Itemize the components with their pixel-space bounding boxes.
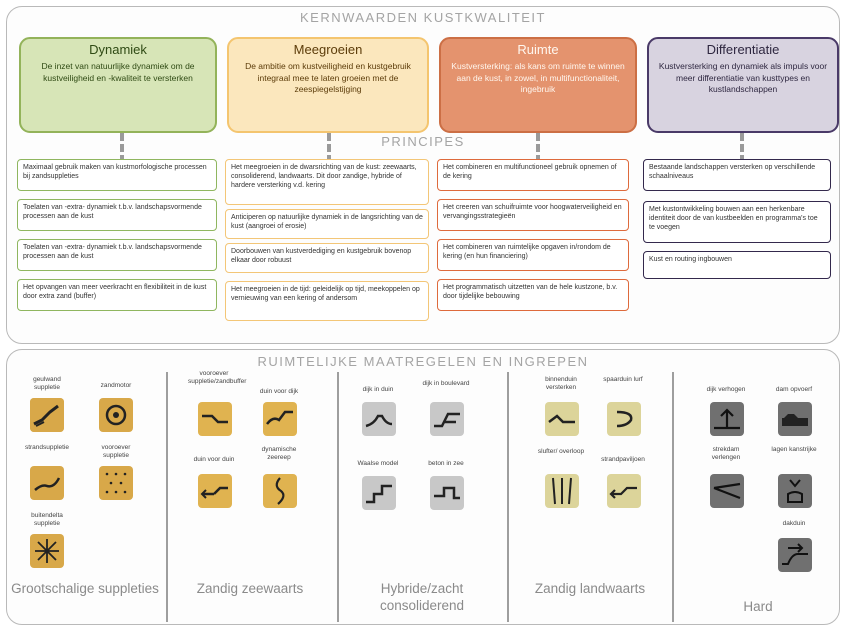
measure-label: dijk verhogen	[706, 386, 746, 393]
principle-box: Bestaande landschappen versterken op ver…	[643, 159, 831, 191]
dune-before-dune-icon	[198, 474, 232, 508]
category-label: Hard	[743, 599, 773, 614]
measure-label: dakduin	[782, 520, 806, 527]
principle-box: Het creeren van schuifruimte voor hoogwa…	[437, 199, 629, 231]
sand-buffer-icon	[198, 402, 232, 436]
value-title: Differentiatie	[706, 42, 780, 57]
measure-label: Waalse model	[357, 460, 399, 467]
dune-curve-icon	[607, 402, 641, 436]
measure-label: strandpaviljoen	[601, 456, 645, 463]
extend-groyne-icon	[710, 474, 744, 508]
principle-box: Het combineren van ruimtelijke opgaven i…	[437, 239, 629, 271]
measure-label: dynamische zeereep	[261, 446, 297, 461]
measure-label: dam opvoerf	[775, 386, 813, 393]
inner-dune-icon	[545, 402, 579, 436]
principles-title: PRINCIPES	[381, 134, 465, 149]
slufter-icon	[545, 474, 579, 508]
measure-label: vooroever suppletie/zandbuffer	[188, 370, 247, 385]
dune-before-dike-icon	[263, 402, 297, 436]
panel-title: KERNWAARDEN KUSTKWALITEIT	[299, 10, 546, 25]
category-label: Grootschalige suppleties	[11, 581, 159, 596]
roof-dune-icon	[778, 538, 812, 572]
measure-label: spaarduin lurf	[603, 376, 643, 383]
value-ruimte: Ruimte Kustversterking: als kans om ruim…	[439, 37, 637, 133]
core-values-panel: KERNWAARDEN KUSTKWALITEIT PRINCIPES Dyna…	[6, 6, 840, 344]
measure-label: lagen kanstrijke	[771, 446, 817, 453]
panel-title: RUIMTELIJKE MAATREGELEN EN INGREPEN	[257, 354, 589, 369]
dam-icon	[778, 402, 812, 436]
principle-box: Maximaal gebruik maken van kustmorfologi…	[17, 159, 217, 191]
sand-engine-icon	[99, 398, 133, 432]
principle-box: Toelaten van -extra- dynamiek t.b.v. lan…	[17, 239, 217, 271]
principle-box: Het meegroeien in de tijd: geleidelijk o…	[225, 281, 429, 321]
shoreface-nourishment-icon	[99, 466, 133, 500]
value-desc: Kustversterking en dynamiek als impuls v…	[658, 61, 828, 94]
measure-label: geulwand suppletie	[33, 376, 61, 391]
beach-nourishment-icon	[30, 466, 64, 500]
measure-label: zandmotor	[100, 382, 132, 389]
seawall-icon	[778, 474, 812, 508]
value-desc: Kustversterking: als kans om ruimte te w…	[451, 61, 625, 94]
concrete-in-sea-icon	[430, 476, 464, 510]
principle-box: Kust en routing ingbouwen	[643, 251, 831, 279]
principle-box: Het meegroeien in de dwarsrichting van d…	[225, 159, 429, 205]
delta-nourishment-icon	[30, 534, 64, 568]
measure-label: strekdam verlengen	[711, 446, 741, 461]
value-desc: De ambitie om kustveiligheid en kustgebr…	[245, 61, 411, 94]
category-label: Zandig landwaarts	[534, 581, 646, 596]
value-dynamiek: Dynamiek De inzet van natuurlijke dynami…	[19, 37, 217, 133]
measure-label: beton in zee	[428, 460, 464, 467]
value-differentiatie: Differentiatie Kustversterking en dynami…	[647, 37, 839, 133]
divider	[672, 372, 674, 622]
principle-box: Het opvangen van meer veerkracht en flex…	[17, 279, 217, 311]
dynamic-dune-icon	[263, 474, 297, 508]
value-meegroeien: Meegroeien De ambitie om kustveiligheid …	[227, 37, 429, 133]
principle-box: Met kustontwikkeling bouwen aan een herk…	[643, 201, 831, 243]
measures-panel: RUIMTELIJKE MAATREGELEN EN INGREPEN	[6, 349, 840, 625]
dike-in-dune-icon	[362, 402, 396, 436]
measure-label: binnenduin versterken	[545, 376, 577, 391]
value-title: Ruimte	[517, 42, 559, 57]
value-desc: De inzet van natuurlijke dynamiek om de …	[41, 61, 195, 83]
measure-label: slufter/ overloop	[537, 448, 585, 455]
value-title: Dynamiek	[89, 42, 147, 57]
measure-label: duin voor duin	[193, 456, 235, 463]
measure-label: duin voor dijk	[259, 388, 299, 395]
dike-in-boulevard-icon	[430, 402, 464, 436]
stepped-model-icon	[362, 476, 396, 510]
raise-dike-icon	[710, 402, 744, 436]
measure-label: strandsuppletie	[24, 444, 70, 451]
principle-box: Toelaten van -extra- dynamiek t.b.v. lan…	[17, 199, 217, 231]
principle-box: Doorbouwen van kustverdediging en kustge…	[225, 243, 429, 273]
principle-box: Het combineren en multifunctioneel gebru…	[437, 159, 629, 191]
divider	[337, 372, 339, 622]
principle-box: Het programmatisch uitzetten van de hele…	[437, 279, 629, 311]
divider	[507, 372, 509, 622]
principle-box: Anticiperen op natuurlijke dynamiek in d…	[225, 209, 429, 239]
category-label: Zandig zeewaarts	[196, 581, 304, 596]
measure-label: dijk in boulevard	[422, 380, 470, 387]
divider	[166, 372, 168, 622]
measure-label: dijk in duin	[362, 386, 394, 393]
sandbank-icon	[30, 398, 64, 432]
category-label: Hybride/zacht consoliderend	[379, 581, 465, 613]
beach-pavilion-icon	[607, 474, 641, 508]
measure-label: buitendelta suppletie	[31, 512, 63, 527]
measure-label: vooroever suppletie	[101, 444, 131, 459]
value-title: Meegroeien	[293, 42, 363, 57]
